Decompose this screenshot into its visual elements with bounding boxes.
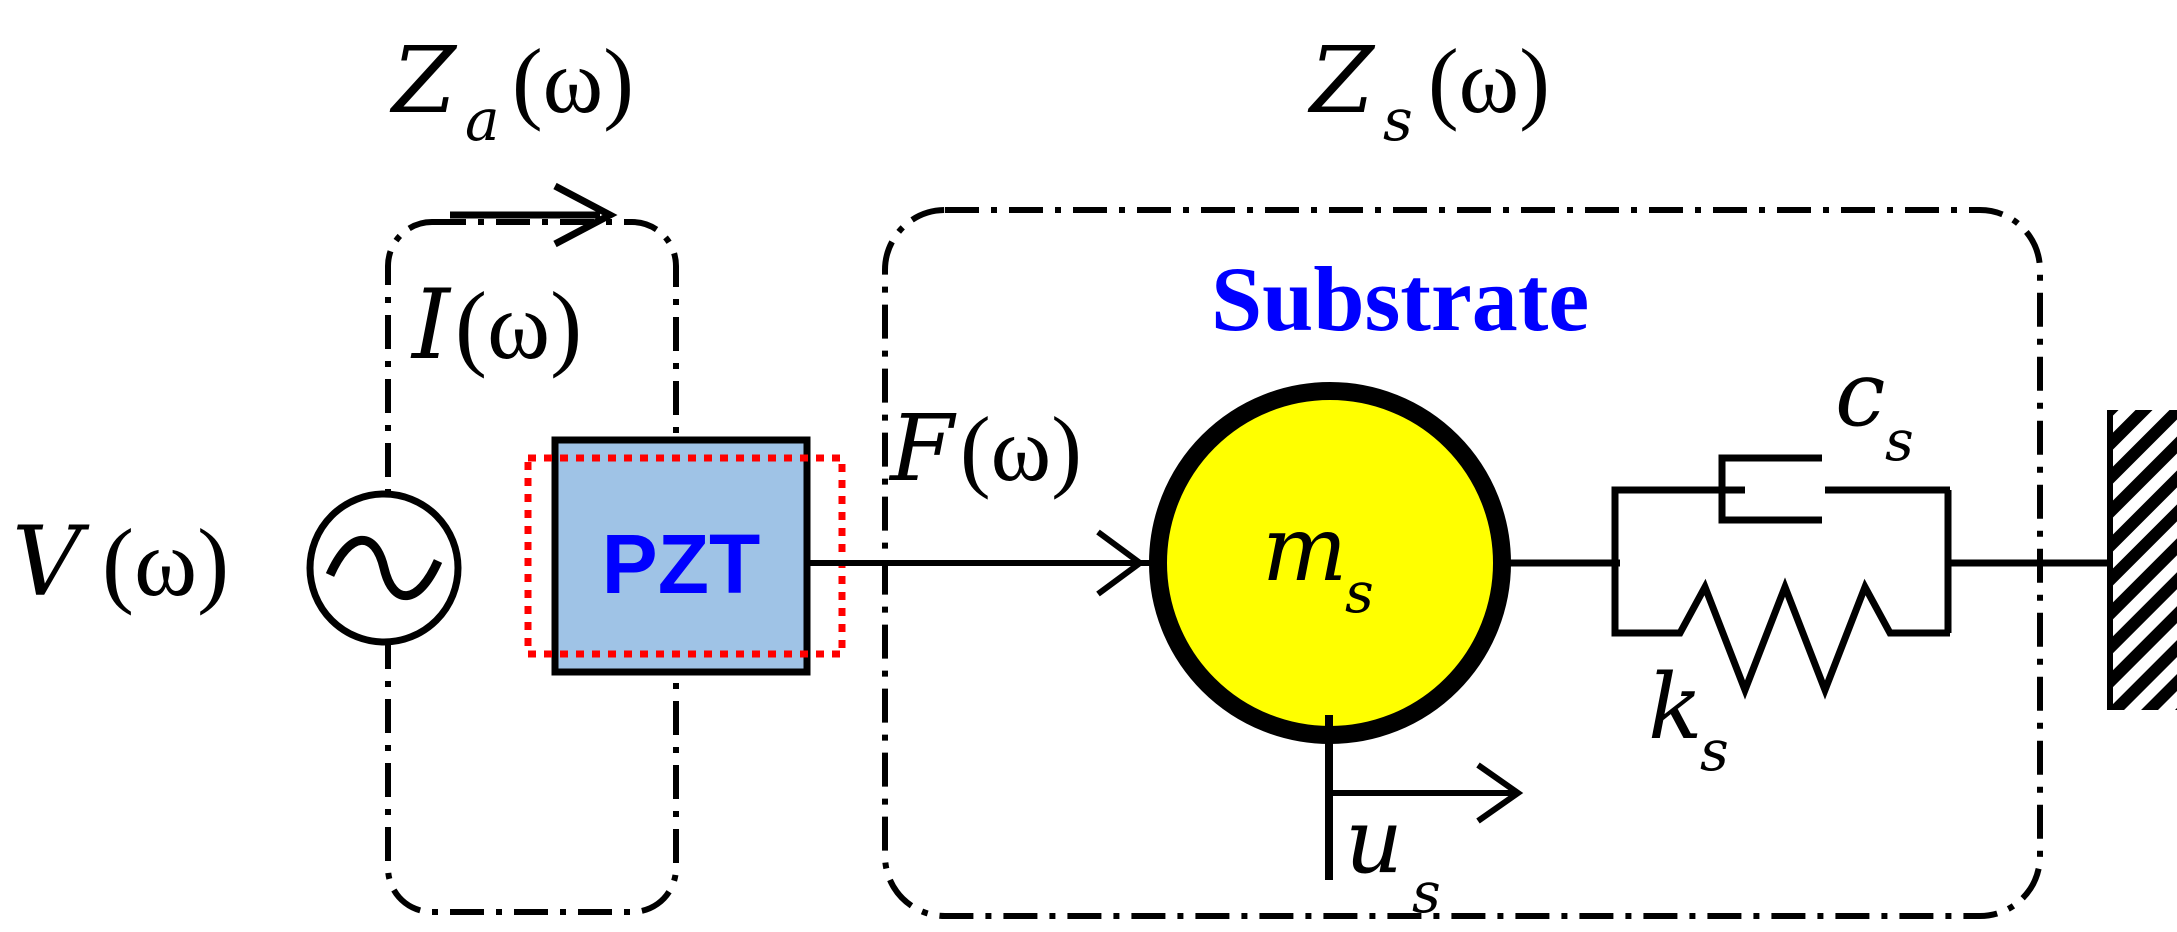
current-label: I (ω) <box>406 268 646 388</box>
mass-element: m s <box>1149 382 1511 744</box>
force-main: F <box>888 395 957 502</box>
current-label-background <box>406 268 646 388</box>
mass-main: m <box>1262 497 1347 602</box>
damper-main: c <box>1835 342 1885 447</box>
substrate-title: Substrate <box>1211 248 1589 350</box>
voltage-label: V (ω) <box>12 506 229 618</box>
zs-subscript: s <box>1383 86 1413 154</box>
voltage-main: V <box>12 506 90 618</box>
pzt-label: PZT <box>602 517 761 611</box>
displacement-main: u <box>1345 789 1403 894</box>
current-arrow <box>450 182 618 248</box>
displacement-subscript: s <box>1412 861 1441 926</box>
zs-label: Z s (ω) <box>1307 27 1550 154</box>
pzt-element: PZT <box>524 436 846 676</box>
current-argument: (ω) <box>455 272 582 379</box>
sine-wave-icon <box>325 535 443 601</box>
actuator-boundary <box>385 219 679 915</box>
za-main: Z <box>389 27 458 134</box>
spring-subscript: s <box>1700 719 1729 784</box>
spring-zigzag-icon <box>1611 563 1950 700</box>
damper-cup <box>1718 454 1822 524</box>
pzt-block <box>551 436 811 676</box>
spring-damper <box>1510 454 2110 700</box>
spring-label: k s <box>1648 655 1729 784</box>
force-arrow <box>807 529 1150 597</box>
current-main: I <box>410 269 452 381</box>
za-argument: (ω) <box>512 30 634 132</box>
force-argument: (ω) <box>960 398 1082 500</box>
zs-main: Z <box>1307 27 1376 134</box>
mass-subscript: s <box>1345 561 1374 626</box>
ac-source <box>306 490 462 646</box>
damper-label: c s <box>1835 342 1914 474</box>
voltage-argument: (ω) <box>102 509 229 616</box>
displacement-label: u s <box>1345 789 1441 926</box>
damper-subscript: s <box>1885 409 1914 474</box>
force-label: F (ω) <box>888 395 1082 502</box>
spring-main: k <box>1648 655 1703 760</box>
za-subscript: a <box>465 86 500 154</box>
za-label: Z a (ω) <box>389 27 634 154</box>
zs-argument: (ω) <box>1428 30 1550 132</box>
displacement-arrow <box>1325 715 1524 880</box>
damper-left-rail <box>1611 486 1745 563</box>
fixed-wall-hatch <box>2110 410 2177 710</box>
